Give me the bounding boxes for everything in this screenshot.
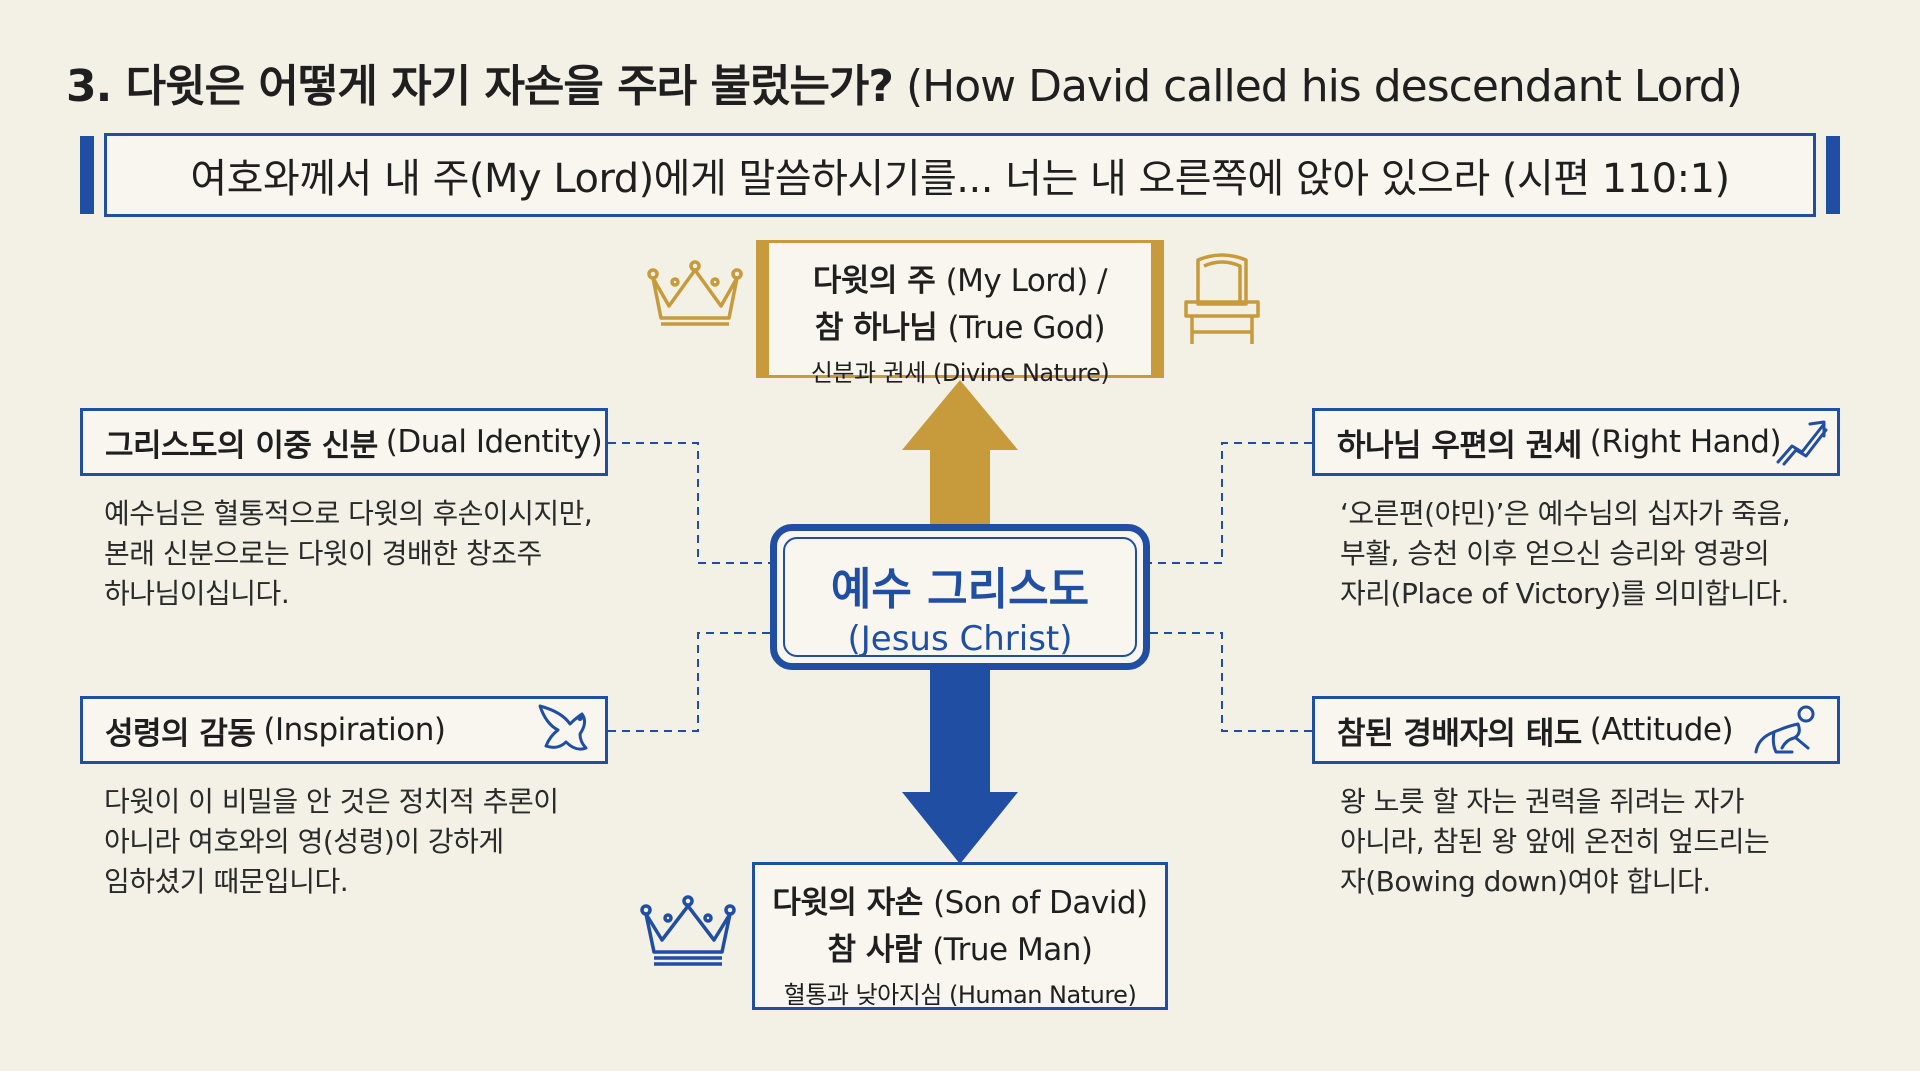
inspiration-title-en: (Inspiration) (263, 712, 446, 748)
inspiration-desc: 다윗이 이 비밀을 안 것은 정치적 추론이 아니라 여호와의 영(성령)이 강… (104, 782, 559, 902)
desc-line: 자리(Place of Victory)를 의미합니다. (1340, 577, 1789, 610)
connector-left-top (608, 442, 770, 564)
desc-line: 자(Bowing down)여야 합니다. (1340, 865, 1711, 898)
inspiration-box: 성령의 감동 (Inspiration) (80, 696, 608, 764)
crown-icon (647, 260, 743, 326)
dual-identity-title-ko: 그리스도의 이중 신분 (105, 427, 378, 464)
verse-text: 여호와께서 내 주(My Lord)에게 말씀하시기를... 너는 내 오른쪽에… (104, 133, 1816, 217)
desc-line: 왕 노릇 할 자는 권력을 쥐려는 자가 (1340, 785, 1745, 818)
divine-nature-box: 다윗의 주 (My Lord) / 참 하나님 (True God) 신분과 권… (756, 240, 1164, 387)
desc-line: 예수님은 혈통적으로 다윗의 후손이시지만, (104, 497, 593, 530)
throne-icon (1184, 253, 1260, 344)
right-hand-title-en: (Right Hand) (1589, 424, 1782, 460)
verse-banner-left-cap (80, 136, 94, 214)
connector-right-bottom (1150, 632, 1312, 732)
human-line1-ko: 다윗의 자손 (772, 885, 923, 921)
attitude-title-en: (Attitude) (1589, 712, 1734, 748)
center-title-ko: 예수 그리스도 (830, 564, 1090, 615)
dual-identity-title-en: (Dual Identity) (385, 424, 603, 460)
desc-line: 부활, 승천 이후 얻으신 승리와 영광의 (1340, 537, 1770, 570)
crown-icon (640, 895, 736, 966)
down-arrow (902, 668, 1018, 864)
right-hand-desc: ‘오른편(야민)’은 예수님의 십자가 죽음, 부활, 승천 이후 얻으신 승리… (1340, 494, 1791, 614)
connector-left-bottom (608, 632, 770, 732)
dual-identity-box: 그리스도의 이중 신분 (Dual Identity) (80, 408, 608, 476)
rising-arrow-icon (1776, 420, 1828, 466)
divine-line2-en: (True God) (947, 310, 1106, 346)
verse-banner-right-cap (1826, 136, 1840, 214)
jesus-christ-box: 예수 그리스도 (Jesus Christ) (770, 524, 1150, 670)
human-line2-en: (True Man) (932, 932, 1093, 968)
human-line1-en: (Son of David) (933, 885, 1148, 921)
desc-line: 아니라, 참된 왕 앞에 온전히 엎드리는 (1340, 825, 1770, 858)
human-nature-box: 다윗의 자손 (Son of David) 참 사람 (True Man) 혈통… (752, 862, 1168, 1010)
inspiration-title-ko: 성령의 감동 (105, 715, 256, 752)
desc-line: 다윗이 이 비밀을 안 것은 정치적 추론이 (104, 785, 559, 818)
page-title: 3. 다윗은 어떻게 자기 자손을 주라 불렀는가? (How David ca… (66, 50, 1743, 114)
desc-line: 본래 신분으로는 다윗이 경배한 창조주 (104, 537, 542, 570)
kneeling-person-icon (1754, 705, 1815, 754)
desc-line: ‘오른편(야민)’은 예수님의 십자가 죽음, (1340, 497, 1791, 530)
divine-line1-ko: 다윗의 주 (812, 263, 936, 299)
attitude-desc: 왕 노릇 할 자는 권력을 쥐려는 자가 아니라, 참된 왕 앞에 온전히 엎드… (1340, 782, 1770, 902)
desc-line: 임하셨기 때문입니다. (104, 865, 349, 898)
page-title-english: (How David called his descendant Lord) (905, 61, 1743, 112)
divine-line3: 신분과 권세 (Divine Nature) (810, 359, 1110, 387)
dual-identity-desc: 예수님은 혈통적으로 다윗의 후손이시지만, 본래 신분으로는 다윗이 경배한 … (104, 494, 593, 614)
center-title-en: (Jesus Christ) (847, 619, 1073, 659)
verse-banner: 여호와께서 내 주(My Lord)에게 말씀하시기를... 너는 내 오른쪽에… (80, 133, 1840, 217)
human-line3: 혈통과 낮아지심 (Human Nature) (783, 981, 1137, 1009)
desc-line: 하나님이십니다. (104, 577, 290, 610)
attitude-title-ko: 참된 경배자의 태도 (1337, 715, 1582, 752)
divine-line2-ko: 참 하나님 (814, 310, 938, 346)
up-arrow (902, 380, 1018, 530)
desc-line: 아니라 여호와의 영(성령)이 강하게 (104, 825, 504, 858)
attitude-box: 참된 경배자의 태도 (Attitude) (1312, 696, 1840, 764)
connector-right-top (1150, 442, 1312, 564)
right-hand-box: 하나님 우편의 권세 (Right Hand) (1312, 408, 1840, 476)
divine-line1-en: (My Lord) / (945, 263, 1108, 299)
human-line2-ko: 참 사람 (827, 932, 923, 968)
page-title-korean: 3. 다윗은 어떻게 자기 자손을 주라 불렀는가? (66, 61, 894, 112)
right-hand-title-ko: 하나님 우편의 권세 (1337, 427, 1582, 464)
dove-icon (538, 704, 588, 751)
